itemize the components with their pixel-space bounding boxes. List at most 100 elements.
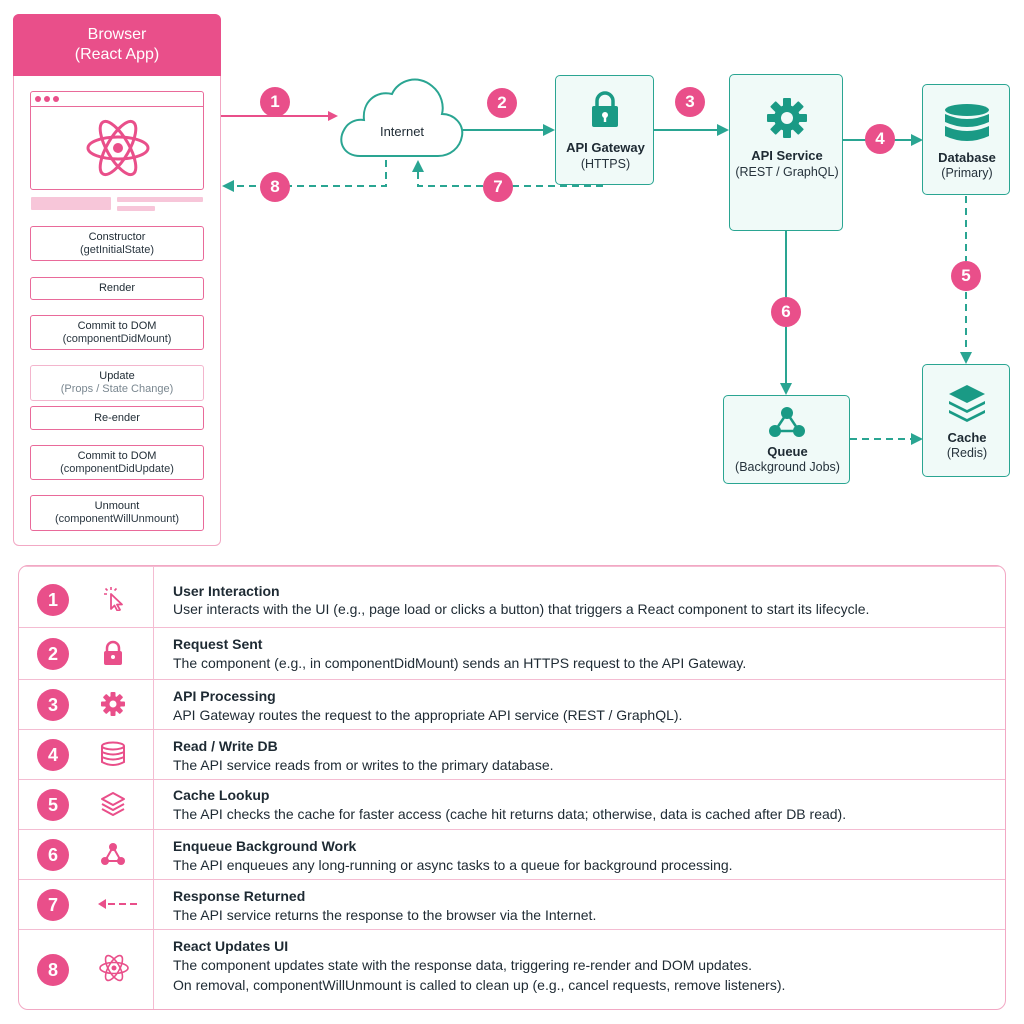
lifecycle-step-constructor: Constructor (getInitialState)	[30, 226, 204, 261]
lifecycle-step-commit-mount: Commit to DOM (componentDidMount)	[30, 315, 204, 350]
cache-node: Cache (Redis)	[922, 364, 1010, 477]
legend-row: 2 Request Sent The component (e.g., in c…	[19, 627, 1005, 680]
lifecycle-step-commit-update: Commit to DOM (componentDidUpdate)	[30, 445, 204, 480]
service-title: API Service	[751, 148, 823, 163]
skeleton-bar	[117, 206, 155, 211]
legend-title: Enqueue Background Work	[173, 838, 357, 854]
legend-title: Read / Write DB	[173, 738, 278, 754]
legend-desc: The API enqueues any long-running or asy…	[173, 857, 733, 873]
queue-sub: (Background Jobs)	[735, 460, 840, 474]
internet-node: Internet	[338, 72, 466, 164]
legend-row: 8 React Updates UI The component updates…	[19, 929, 1005, 1009]
browser-header: Browser (React App)	[13, 14, 221, 76]
step-title: Constructor	[88, 230, 146, 243]
gear-icon	[767, 98, 807, 138]
gateway-title: API Gateway	[566, 140, 645, 155]
lock-icon	[592, 91, 618, 127]
database-icon	[945, 104, 989, 141]
step-title: Commit to DOM	[77, 319, 157, 332]
step-badge-8: 8	[260, 172, 290, 202]
layers-icon	[949, 385, 985, 422]
step-badge-2: 2	[487, 88, 517, 118]
service-sub: (REST / GraphQL)	[735, 165, 839, 179]
api-service-node: API Service (REST / GraphQL)	[729, 74, 843, 231]
react-atom-icon	[99, 954, 129, 982]
step-sub: (componentDidMount)	[62, 332, 172, 345]
legend-badge: 3	[37, 689, 69, 721]
legend-desc: The component (e.g., in componentDidMoun…	[173, 655, 747, 671]
legend-badge: 7	[37, 889, 69, 921]
internet-label: Internet	[379, 124, 425, 139]
step-sub: (Props / State Change)	[60, 383, 174, 395]
legend-badge: 4	[37, 739, 69, 771]
window-dot-icon	[53, 96, 59, 102]
legend-title: API Processing	[173, 688, 276, 704]
legend-row: 7 Response Returned The API service retu…	[19, 879, 1005, 930]
browser-subtitle: (React App)	[74, 46, 160, 63]
pointer-click-icon	[104, 587, 123, 611]
step-badge-6: 6	[771, 297, 801, 327]
browser-window	[30, 91, 204, 190]
step-badge-4: 4	[865, 124, 895, 154]
legend-desc: User interacts with the UI (e.g., page l…	[173, 601, 870, 617]
legend-title: React Updates UI	[173, 938, 289, 954]
window-dot-icon	[35, 96, 41, 102]
lifecycle-step-rerender: Re-ender	[30, 406, 204, 430]
step-title: Update	[99, 370, 135, 382]
queue-title: Queue	[767, 444, 808, 459]
lifecycle-step-update: Update (Props / State Change)	[30, 365, 204, 401]
legend-badge: 8	[37, 954, 69, 986]
step-badge-1: 1	[260, 87, 290, 117]
step-badge-7: 7	[483, 172, 513, 202]
database-node: Database (Primary)	[922, 84, 1010, 195]
legend-desc: The API service returns the response to …	[173, 907, 597, 923]
legend-row: 5 Cache Lookup The API checks the cache …	[19, 779, 1005, 830]
legend-title: Response Returned	[173, 888, 306, 904]
step-badge-3: 3	[675, 87, 705, 117]
legend-title: User Interaction	[173, 583, 280, 599]
queue-nodes-icon	[769, 407, 805, 437]
legend-badge: 6	[37, 839, 69, 871]
legend-title: Request Sent	[173, 636, 263, 652]
legend-badge: 5	[37, 789, 69, 821]
react-atom-icon	[86, 119, 150, 177]
cache-title: Cache	[947, 430, 987, 445]
step-badge-5: 5	[951, 261, 981, 291]
legend-badge: 1	[37, 584, 69, 616]
legend-row: 6 Enqueue Background Work The API enqueu…	[19, 829, 1005, 880]
step-title: Render	[98, 282, 136, 294]
arrow-7	[412, 160, 603, 187]
lock-icon	[104, 640, 122, 665]
step-sub: (componentDidUpdate)	[60, 462, 174, 475]
database-sub: (Primary)	[941, 166, 993, 180]
database-title: Database	[938, 150, 996, 165]
lifecycle-step-render: Render	[30, 277, 204, 300]
queue-nodes-icon	[101, 843, 125, 865]
legend-desc: On removal, componentWillUnmount is call…	[173, 977, 786, 993]
legend-table: 1 User Interaction User interacts with t…	[18, 565, 1006, 1010]
step-sub: (getInitialState)	[80, 243, 154, 256]
legend-row: 3 API Processing API Gateway routes the …	[19, 679, 1005, 730]
gear-icon	[101, 692, 125, 716]
browser-title: Browser	[87, 26, 147, 43]
layers-icon	[101, 792, 125, 816]
database-icon	[101, 741, 125, 766]
step-title: Commit to DOM	[77, 449, 157, 462]
legend-row: 4 Read / Write DB The API service reads …	[19, 729, 1005, 780]
skeleton-bar	[117, 197, 203, 202]
lifecycle-step-unmount: Unmount (componentWillUnmount)	[30, 495, 204, 531]
step-sub: (componentWillUnmount)	[54, 513, 180, 525]
legend-title: Cache Lookup	[173, 787, 270, 803]
legend-desc: The component updates state with the res…	[173, 957, 753, 973]
api-gateway-node: API Gateway (HTTPS)	[555, 75, 654, 185]
step-title: Unmount	[94, 500, 140, 512]
skeleton-bar	[31, 197, 111, 210]
legend-badge: 2	[37, 638, 69, 670]
window-dot-icon	[44, 96, 50, 102]
legend-desc: The API service reads from or writes to …	[173, 757, 554, 773]
cloud-icon	[340, 78, 464, 157]
step-title: Re-ender	[94, 411, 140, 424]
legend-desc: The API checks the cache for faster acce…	[173, 806, 847, 822]
legend-divider	[153, 566, 155, 1009]
queue-node: Queue (Background Jobs)	[723, 395, 850, 484]
